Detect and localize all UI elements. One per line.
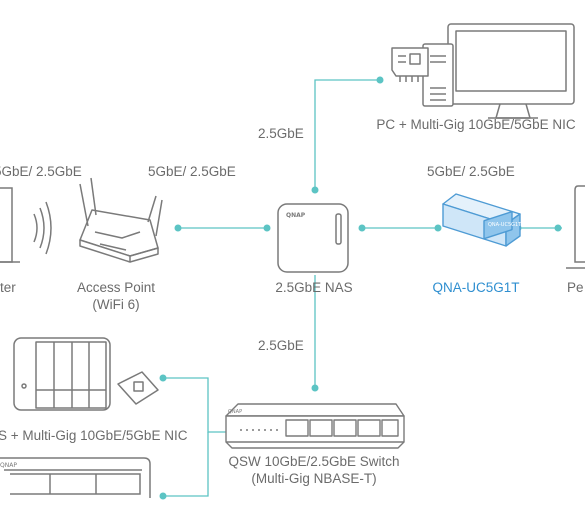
adapter-label: QNA-UC5G1T	[432, 280, 520, 295]
speed-ap-label: 5GbE/ 2.5GbE	[148, 164, 236, 179]
pc-icon	[391, 23, 575, 119]
dot-ap	[174, 224, 182, 232]
dot-adapter-left	[434, 224, 442, 232]
nas-icon: QNAP	[277, 203, 349, 273]
laptop-left-label: ter	[0, 280, 16, 295]
speed-switch-link-label: 2.5GbE	[258, 338, 304, 353]
dot-pc	[376, 76, 384, 84]
dot-laptop-right	[554, 224, 562, 232]
pc-nic-label: PC + Multi-Gig 10GbE/5GbE NIC	[376, 117, 576, 132]
laptop-left-icon	[0, 187, 52, 263]
dot-switch-top	[311, 384, 319, 392]
access-point-icon	[79, 177, 163, 263]
speed-laptop-left-label: 5GbE/ 2.5GbE	[0, 164, 82, 179]
dot-nas-left	[263, 224, 271, 232]
access-point-sub-label: (WiFi 6)	[92, 297, 140, 312]
nas-label: 2.5GbE NAS	[275, 280, 353, 295]
link-switch-nas2	[163, 432, 209, 497]
access-point-label: Access Point	[76, 280, 156, 295]
rack-nas-icon: QNAP	[0, 457, 151, 498]
laptop-right-label: Pe	[567, 280, 584, 295]
adapter-badge-text: QNA-UC5G1T	[488, 222, 522, 228]
dot-nas-right	[358, 224, 366, 232]
dot-nas-top	[311, 186, 319, 194]
dot-nas2	[159, 492, 167, 500]
dot-nic	[159, 374, 167, 382]
nas-with-nic-icon	[13, 337, 159, 411]
switch-brand-logo: QNAP	[228, 409, 242, 415]
speed-adapter-label: 5GbE/ 2.5GbE	[427, 164, 515, 179]
link-switch-nic	[163, 377, 228, 433]
switch-icon: QNAP	[225, 403, 405, 449]
speed-pc-link-label: 2.5GbE	[258, 126, 304, 141]
switch-label: QSW 10GbE/2.5GbE Switch	[228, 454, 400, 469]
link-nas-pc	[314, 79, 380, 190]
nas-nic-label: S + Multi-Gig 10GbE/5GbE NIC	[0, 428, 188, 443]
laptop-right-icon	[566, 185, 585, 269]
rack-brand-logo: QNAP	[0, 462, 17, 469]
connection-lines	[163, 79, 562, 497]
usb-adapter-icon: QNA-UC5G1T	[442, 193, 522, 247]
nas-brand-logo: QNAP	[286, 212, 306, 219]
switch-sub-label: (Multi-Gig NBASE-T)	[251, 471, 377, 486]
